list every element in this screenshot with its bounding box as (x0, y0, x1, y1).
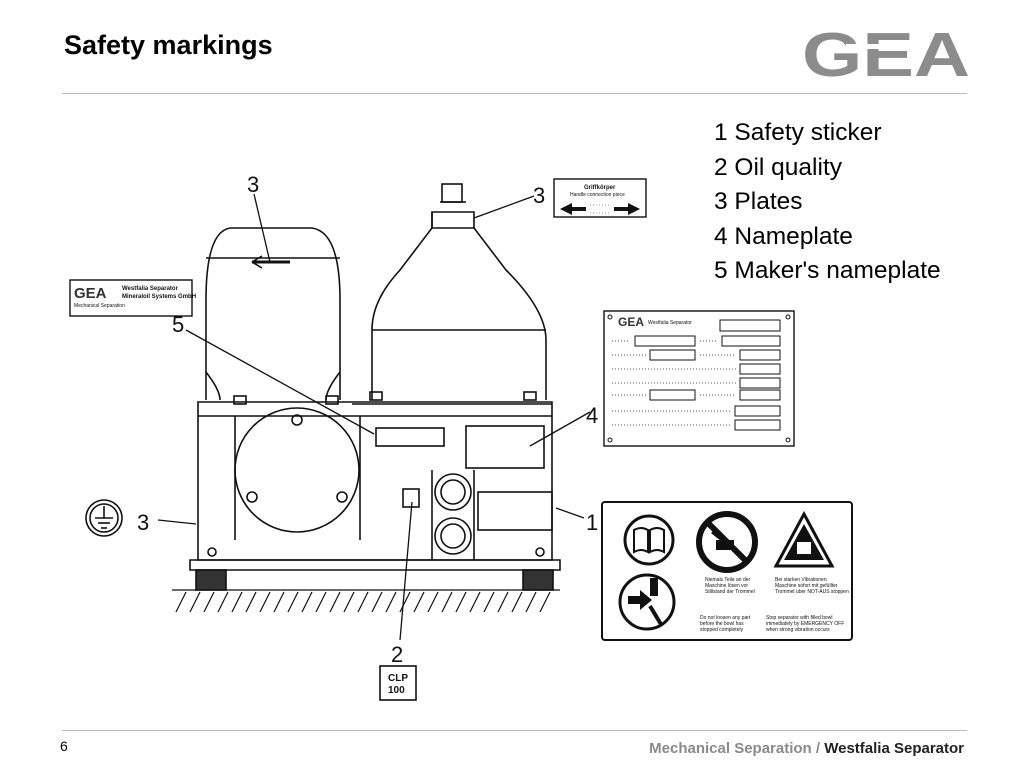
svg-text:before the bowl has: before the bowl has (700, 621, 744, 627)
ground-hatching (172, 589, 560, 613)
svg-text:GEA: GEA (74, 285, 107, 302)
motor-flange (234, 407, 360, 533)
vibration-warning-icon (773, 510, 835, 568)
svg-text:Griffkörper: Griffkörper (584, 185, 616, 191)
footer-divider (62, 730, 967, 731)
svg-text:Niemals Teile an der: Niemals Teile an der (705, 577, 751, 583)
svg-text:when strong vibration occurs: when strong vibration occurs (766, 627, 830, 633)
no-loosening-icon (696, 511, 758, 573)
callout-1: 1 (586, 510, 598, 535)
legend-item: 2 Oil quality (714, 153, 843, 181)
callout-3-left: 3 (137, 510, 149, 535)
callout-3-right: 3 (533, 183, 545, 208)
footer-text: Mechanical Separation / Westfalia Separa… (649, 740, 964, 757)
ground-symbol-icon (85, 499, 123, 537)
read-manual-icon (623, 514, 675, 566)
svg-text:Do not loosen any part: Do not loosen any part (700, 615, 751, 621)
svg-text:Maschine lösen vor: Maschine lösen vor (705, 583, 748, 589)
svg-text:stopped completely: stopped completely (700, 627, 744, 633)
callout-5: 5 (172, 312, 184, 337)
callout-3-top: 3 (247, 172, 259, 197)
svg-text:100: 100 (388, 685, 405, 696)
footer-section: Mechanical Separation / (649, 740, 821, 757)
handle-connection-plate: Griffkörper Handle connection piece (553, 178, 647, 218)
safety-sticker: Niemals Teile an der Maschine lösen vor … (601, 501, 853, 641)
svg-text:Mechanical Separation: Mechanical Separation (74, 303, 125, 309)
svg-text:Mineraloil Systems GmbH: Mineraloil Systems GmbH (122, 294, 196, 300)
svg-text:Westfalia Separator: Westfalia Separator (122, 286, 179, 292)
nameplate-position (465, 425, 545, 469)
svg-text:Maschine sofort mit gefüllter: Maschine sofort mit gefüllter (775, 583, 838, 589)
svg-text:Handle connection piece: Handle connection piece (570, 192, 625, 198)
bowl-hood (371, 211, 547, 400)
legend-item: 3 Plates (714, 188, 803, 215)
svg-text:Trommel über NOT-AUS stoppen: Trommel über NOT-AUS stoppen (775, 589, 849, 595)
legend-item: 1 Safety sticker (714, 119, 882, 146)
sight-glass-top (434, 473, 472, 511)
gea-logo: GEA (802, 22, 970, 82)
nameplate-4: GEA Westfalia Separator (603, 310, 795, 447)
svg-text:GEA: GEA (802, 22, 970, 82)
svg-text:immediately by EMERGENCY OFF: immediately by EMERGENCY OFF (766, 621, 844, 627)
sticker-position (477, 491, 553, 531)
svg-text:Stillstand der Trommel: Stillstand der Trommel (705, 589, 755, 595)
svg-text:GEA: GEA (618, 315, 644, 329)
machine-base (189, 559, 561, 571)
page-number: 6 (60, 738, 68, 754)
machine-foot-right (522, 569, 554, 591)
maker-plate-position (375, 427, 445, 447)
legend-list: 1 Safety sticker 2 Oil quality 3 Plates … (714, 116, 941, 289)
svg-text:CLP: CLP (388, 673, 408, 684)
maker-nameplate: GEA Westfalia Separator Mineraloil Syste… (69, 279, 196, 317)
leader-lines (157, 193, 591, 641)
oil-quality-plate: CLP 100 (379, 665, 417, 701)
emergency-stop-icon (618, 573, 676, 631)
header-divider (62, 93, 967, 94)
callout-4: 4 (586, 403, 598, 428)
slide-title: Safety markings (64, 30, 273, 60)
oil-plate-position (402, 488, 420, 508)
legend-item: 5 Maker's nameplate (714, 257, 941, 284)
machine-foot-left (195, 569, 227, 591)
footer-product: Westfalia Separator (824, 740, 964, 757)
svg-text:Westfalia Separator: Westfalia Separator (648, 320, 692, 326)
svg-text:Bei starken Vibrationen: Bei starken Vibrationen (775, 577, 827, 583)
callout-2: 2 (391, 642, 403, 667)
sight-glass-bottom (434, 517, 472, 555)
svg-text:Stop separator with filled bow: Stop separator with filled bowl (766, 615, 832, 621)
legend-item: 4 Nameplate (714, 222, 853, 250)
motor-housing (205, 227, 341, 400)
